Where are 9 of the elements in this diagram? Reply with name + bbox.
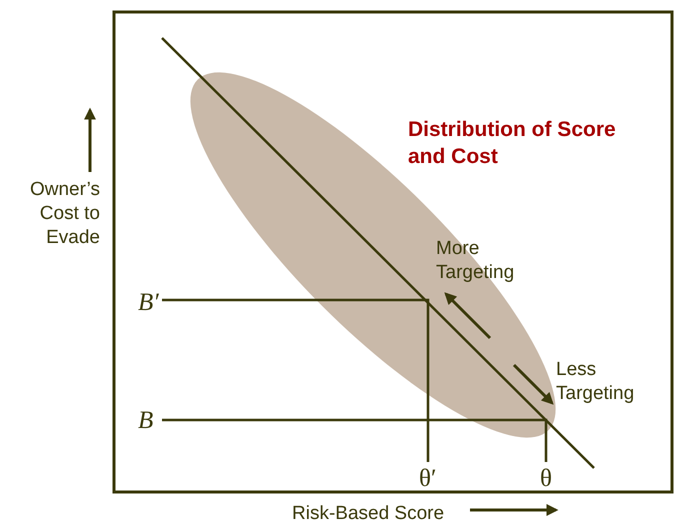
chart-title: Distribution of Score and Cost xyxy=(408,117,617,170)
level-label: B′ xyxy=(138,288,159,318)
annotation-text: More Targeting xyxy=(436,237,516,285)
axis-label: Risk-Based Score xyxy=(292,502,444,524)
threshold-label: θ xyxy=(540,464,552,494)
level-label: B xyxy=(138,406,154,436)
annotation-text: Less Targeting xyxy=(556,358,636,406)
axis-label: Owner’s Cost to Evade xyxy=(28,178,100,250)
threshold-label: θ′ xyxy=(419,464,436,494)
